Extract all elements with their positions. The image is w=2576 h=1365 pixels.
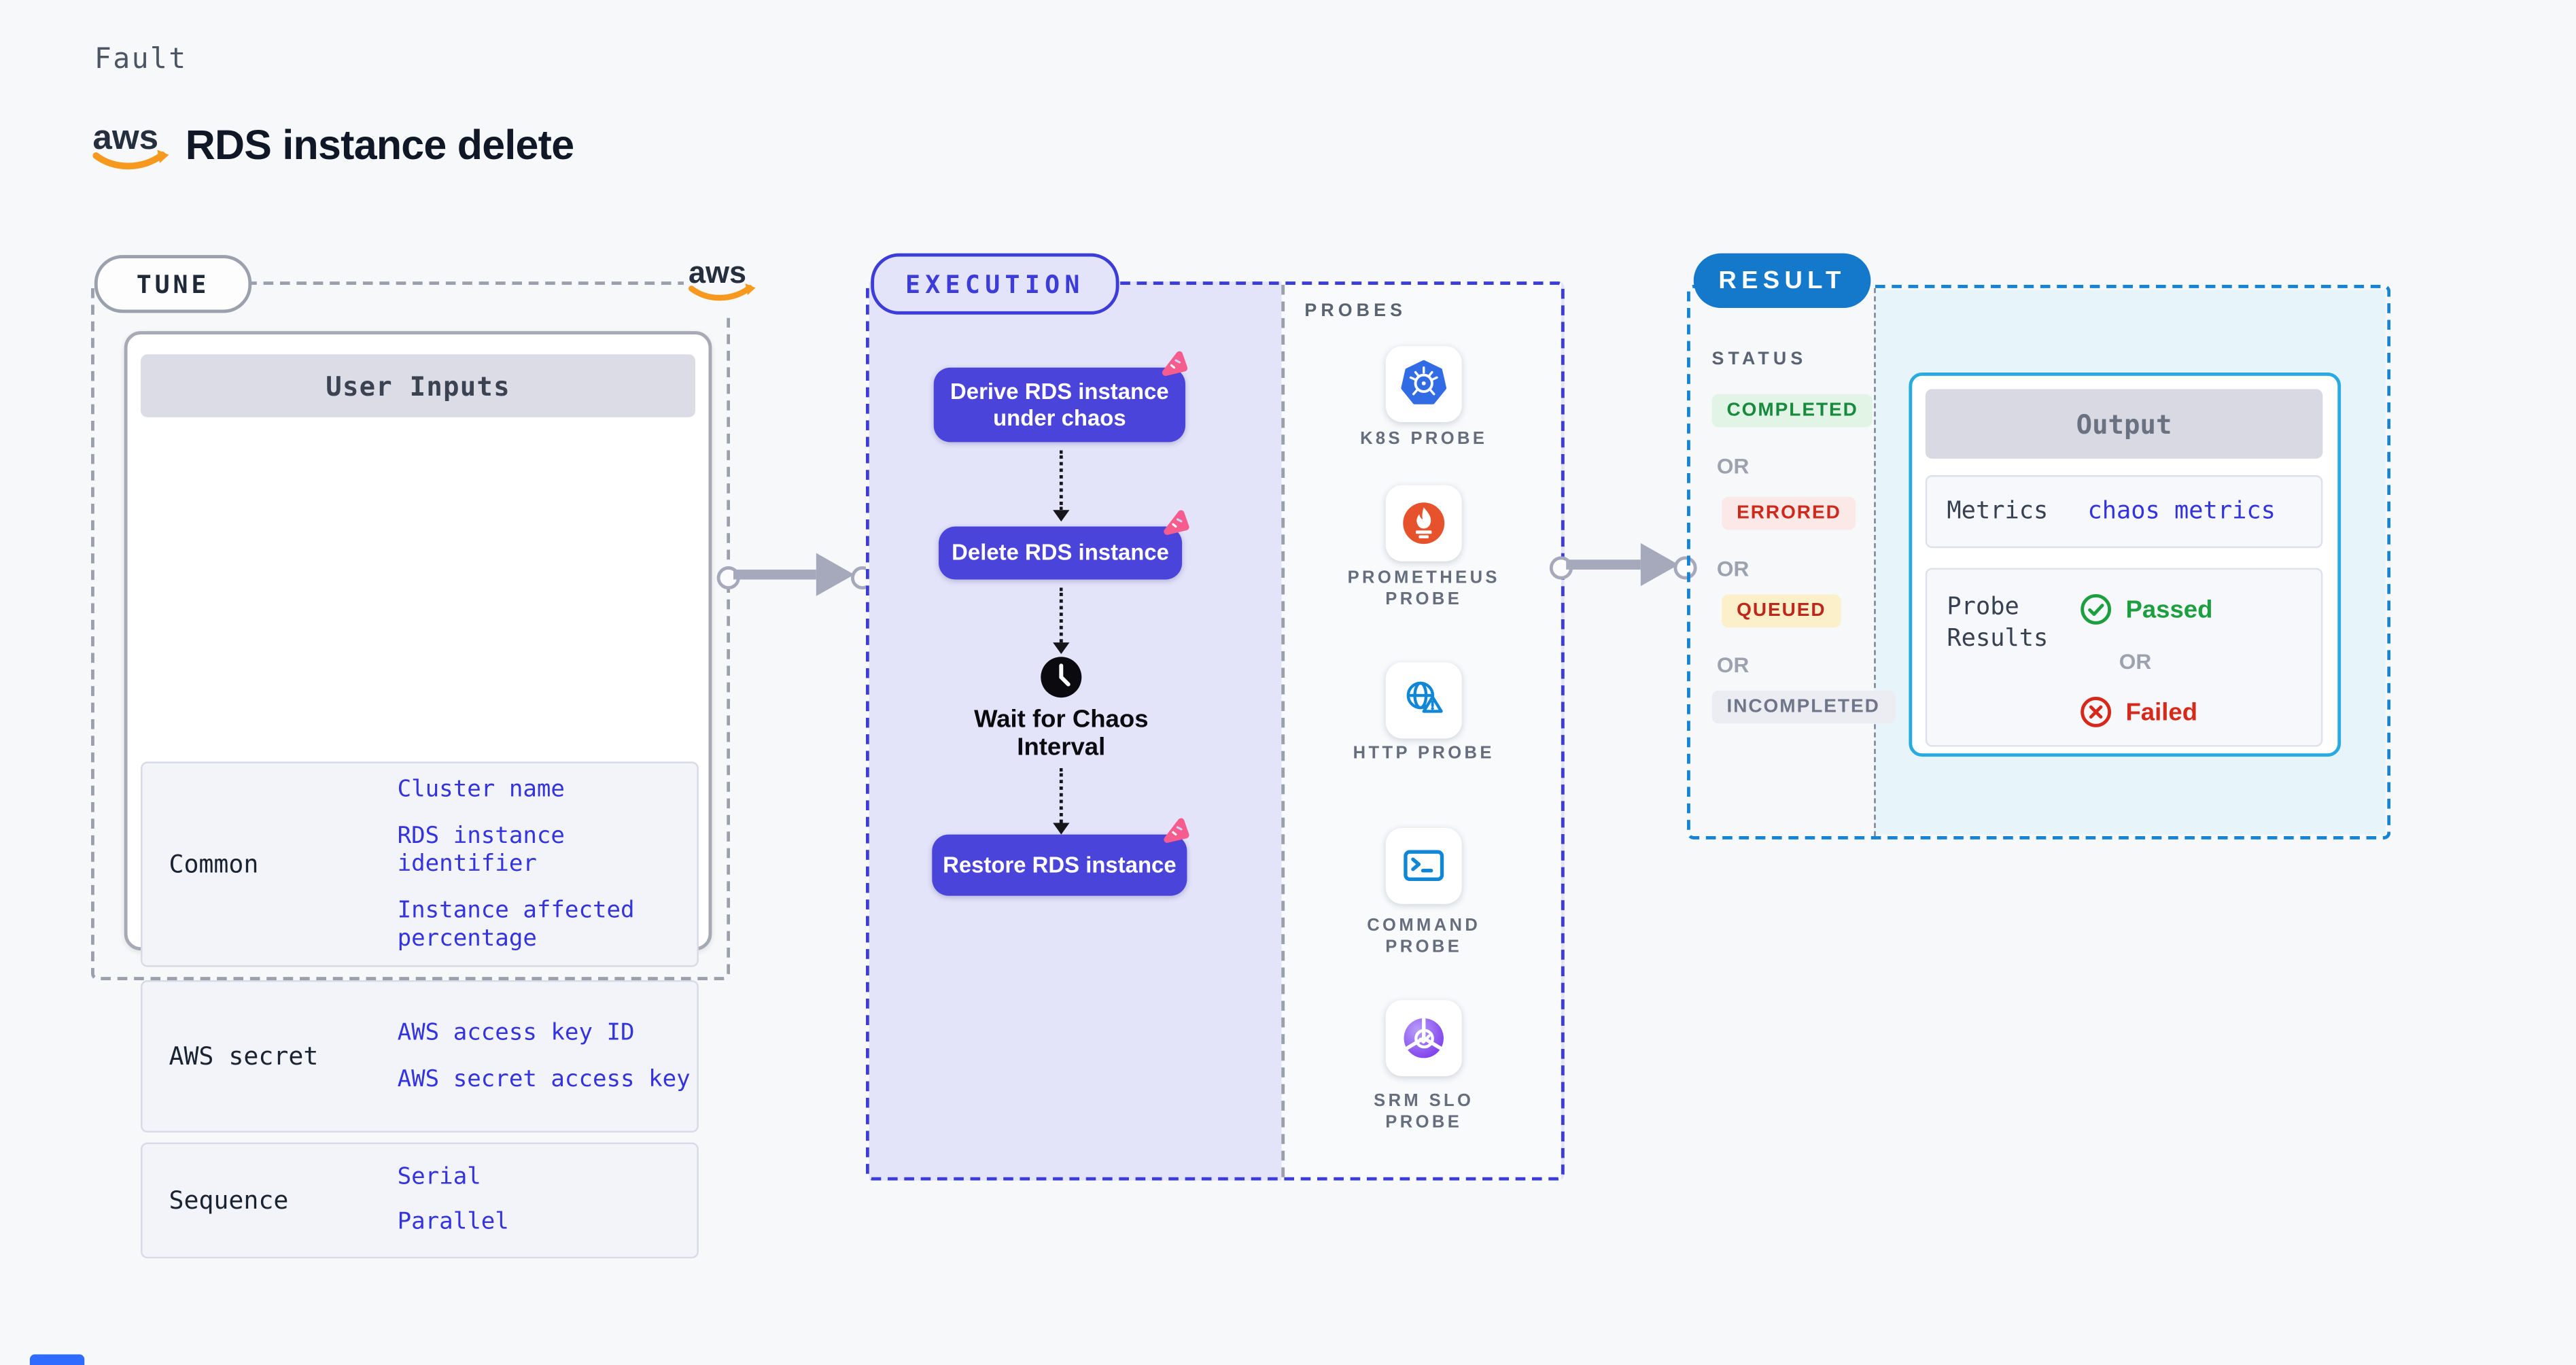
result-divider — [1874, 288, 1876, 837]
page-title: RDS instance delete — [185, 122, 574, 169]
k8s-probe-icon — [1385, 346, 1462, 423]
aws-logo-header: aws — [91, 116, 174, 176]
passed-check-icon — [2079, 593, 2112, 626]
fault-kicker: Fault — [94, 43, 188, 77]
passed-label: Passed — [2125, 595, 2213, 625]
flow-arrow — [1059, 768, 1063, 823]
aws-smile-icon — [688, 283, 753, 300]
chaos-badge-icon — [1158, 348, 1190, 381]
wait-for-chaos-label: Wait for Chaos Interval — [974, 705, 1149, 762]
or-separator: OR — [1716, 453, 1750, 479]
execution-pill: EXECUTION — [871, 253, 1119, 315]
row-label: AWS secret — [169, 1041, 319, 1071]
prometheus-probe-icon — [1385, 485, 1462, 561]
cutoff-element — [29, 1354, 85, 1365]
chaos-badge-icon — [1159, 507, 1191, 540]
node-delete-rds-instance: Delete RDS instance — [939, 526, 1183, 580]
input-link-instance-affected-percentage[interactable]: Instance affected percentage — [397, 896, 635, 952]
user-input-row-sequence: Sequence Serial Parallel — [141, 1142, 699, 1259]
output-metrics-row: Metrics chaos metrics — [1925, 475, 2323, 549]
status-badge-completed: COMPLETED — [1711, 394, 1873, 428]
probes-heading: PROBES — [1304, 301, 1407, 322]
status-heading: STATUS — [1711, 349, 1807, 370]
input-link-parallel[interactable]: Parallel — [397, 1209, 509, 1236]
metrics-label: Metrics — [1947, 497, 2049, 524]
result-pill: RESULT — [1693, 253, 1871, 309]
flow-arrow — [1059, 450, 1063, 511]
tune-section-box — [90, 281, 731, 980]
or-separator: OR — [2119, 649, 2152, 674]
probe-label: K8S PROBE — [1360, 428, 1488, 449]
flow-arrowhead — [1053, 823, 1070, 835]
command-probe-icon — [1385, 827, 1462, 904]
node-restore-rds-instance: Restore RDS instance — [932, 834, 1187, 896]
output-header: Output — [1925, 389, 2323, 459]
tune-pill: TUNE — [94, 255, 252, 313]
output-probe-results-row: Probe Results Passed OR Failed — [1925, 568, 2323, 747]
status-badge-queued: QUEUED — [1722, 594, 1841, 628]
flow-arrowhead — [1053, 510, 1070, 522]
svg-text:aws: aws — [689, 254, 746, 289]
srm-slo-probe-icon — [1385, 1000, 1462, 1077]
or-separator: OR — [1716, 556, 1750, 581]
aws-logo-tune-corner: aws — [683, 240, 763, 318]
node-derive-rds-instance: Derive RDS instance under chaos — [933, 367, 1185, 443]
output-card: Output Metrics chaos metrics Probe Resul… — [1909, 373, 2342, 757]
chaos-metrics-link[interactable]: chaos metrics — [2087, 497, 2276, 524]
status-badge-incompleted: INCOMPLETED — [1711, 690, 1895, 724]
or-separator: OR — [1716, 652, 1750, 678]
aws-smile-icon — [92, 151, 166, 170]
status-badge-errored: ERRORED — [1722, 496, 1856, 530]
user-inputs-card: User Inputs Common Cluster name RDS inst… — [124, 331, 712, 1259]
flow-arrow — [1059, 587, 1063, 643]
failed-label: Failed — [2125, 698, 2198, 727]
probe-label: HTTP PROBE — [1353, 743, 1495, 763]
wait-clock-icon — [1038, 654, 1084, 700]
http-probe-icon — [1385, 662, 1462, 739]
input-link-aws-access-key-id[interactable]: AWS access key ID — [397, 1019, 635, 1046]
input-link-cluster-name[interactable]: Cluster name — [397, 776, 565, 803]
failed-cross-icon — [2079, 695, 2112, 729]
input-link-serial[interactable]: Serial — [397, 1164, 481, 1191]
execution-probes-divider — [1281, 284, 1285, 1177]
probe-results-label: Probe Results — [1947, 594, 2049, 653]
row-label: Sequence — [169, 1185, 289, 1215]
user-input-row-aws-secret: AWS secret AWS access key ID AWS secret … — [141, 980, 699, 1133]
input-link-rds-instance-identifier[interactable]: RDS instance identifier — [397, 822, 565, 877]
row-label: Common — [169, 849, 259, 880]
chaos-badge-icon — [1159, 815, 1191, 848]
aws-logo-word: aws — [92, 118, 158, 156]
user-input-row-common: Common Cluster name RDS instance identif… — [141, 761, 699, 967]
user-inputs-header: User Inputs — [141, 354, 696, 417]
flow-arrowhead — [1053, 642, 1070, 655]
input-link-aws-secret-access-key[interactable]: AWS secret access key — [397, 1065, 691, 1092]
